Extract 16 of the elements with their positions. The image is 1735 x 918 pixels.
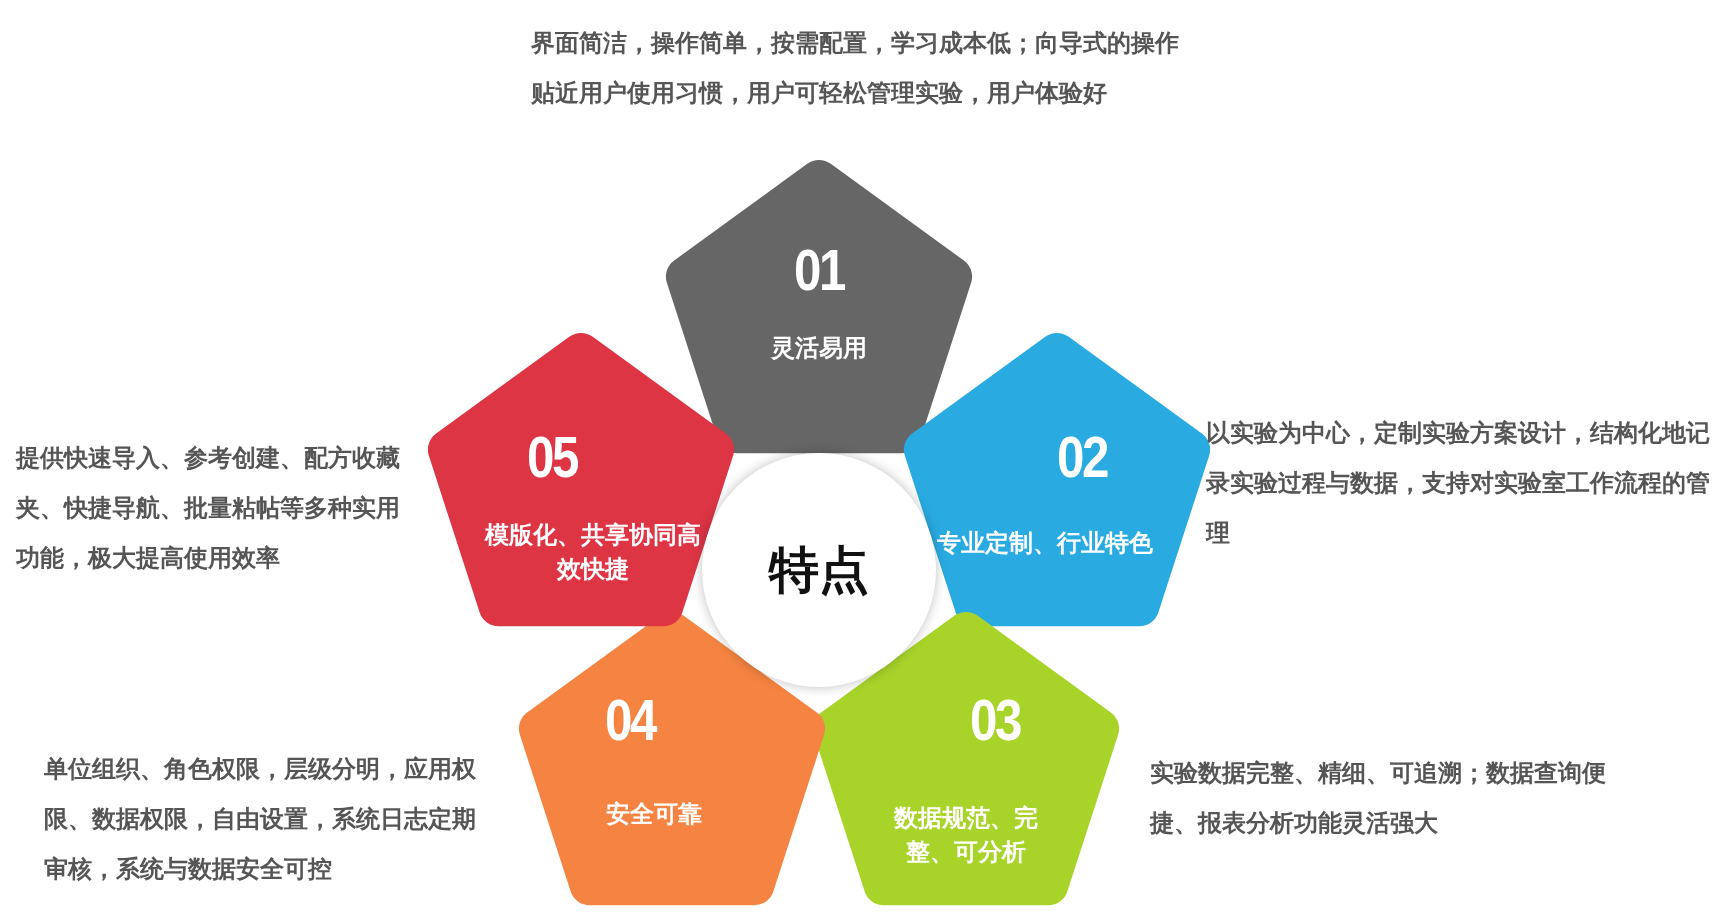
petal-title: 数据规范、完整、可分析 <box>892 803 1039 869</box>
petal-number: 01 <box>793 240 846 300</box>
petal-number: 05 <box>526 426 579 487</box>
petal-title: 模版化、共享协同高效快捷 <box>483 519 703 585</box>
petal-title: 安全可靠 <box>605 799 704 831</box>
description-text: 实验数据完整、精细、可追溯；数据查询便捷、报表分析功能灵活强大 <box>1150 758 1607 839</box>
description-text: 单位组织、角色权限，层级分明，应用权限、数据权限，自由设置，系统日志定期审核，系统与数据安全可控 <box>44 754 477 885</box>
description-text: 以实验为中心，定制实验方案设计，结构化地记录实验过程与数据，支持对实验室工作流程的管理 <box>1206 418 1711 549</box>
petal-number: 04 <box>604 690 657 751</box>
petal-number: 02 <box>1055 426 1109 487</box>
petal-title: 灵活易用 <box>769 333 868 364</box>
petal-title: 专业定制、行业特色 <box>935 527 1154 559</box>
center-title: 特点 <box>769 539 869 601</box>
petal-number: 03 <box>969 690 1022 751</box>
description-text: 提供快速导入、参考创建、配方收藏夹、快捷导航、批量粘帖等多种实用功能，极大提高使用效率 <box>16 443 401 574</box>
description-text: 界面简洁，操作简单，按需配置，学习成本低；向导式的操作贴近用户使用习惯，用户可轻松管理实验，用户体验好 <box>531 28 1180 109</box>
